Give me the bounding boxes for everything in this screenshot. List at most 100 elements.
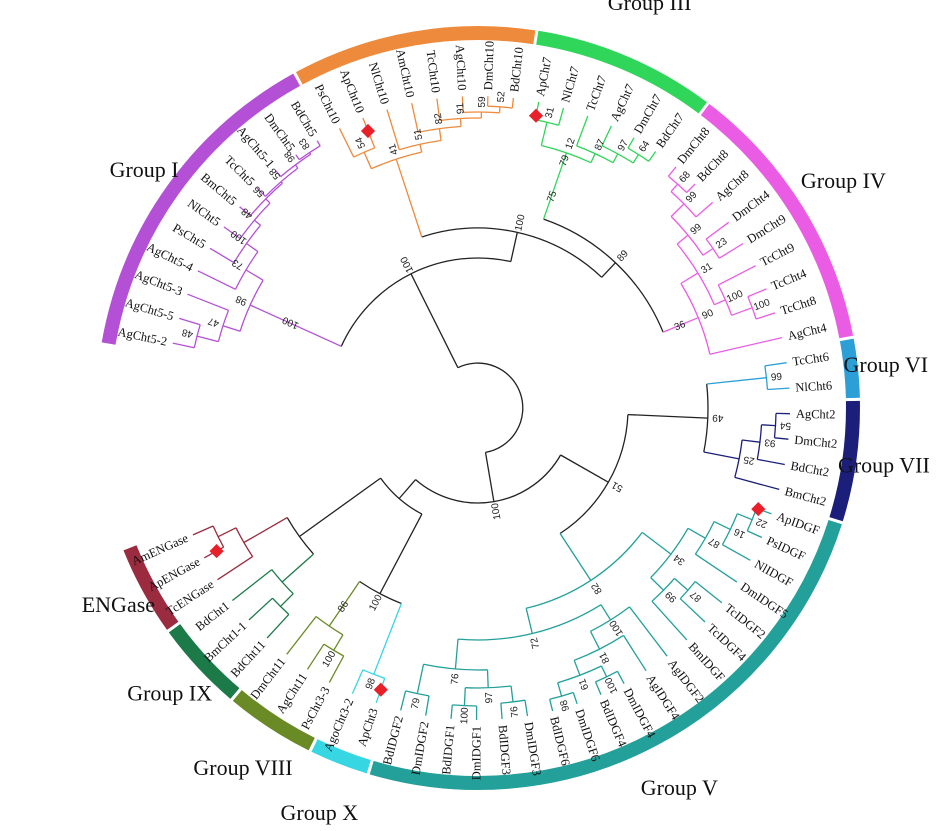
group-label-g7: Group VII (838, 453, 930, 478)
bootstrap-value: 31 (699, 261, 715, 276)
tree-branch (633, 155, 638, 163)
bootstrap-value: 79 (558, 153, 572, 168)
leaf-label: DmIDGF6 (572, 707, 602, 763)
bootstrap-value: 87 (707, 535, 722, 550)
tree-arc (722, 514, 737, 545)
leaf-labels: AgCht5-2AgCht5-5AgCht5-3AgCht5-4PsCht5Nl… (117, 41, 838, 781)
leaf-label: PsCht10 (312, 82, 343, 126)
tree-branch (464, 688, 465, 706)
leaf-label: DmCht4 (729, 187, 773, 224)
tree-branch (299, 327, 341, 346)
tree-branch (613, 154, 618, 163)
leaf-label: TcCht7 (583, 74, 609, 113)
bootstrap-value: 93 (763, 436, 776, 448)
tree-arc (452, 705, 476, 706)
tree-branch (193, 526, 213, 535)
bootstrap-value: 64 (637, 139, 652, 155)
leaf-label: TcCht4 (769, 266, 809, 293)
leaf-label: ApCht10 (337, 67, 367, 115)
marker-diamond (210, 544, 224, 558)
tree-branch (574, 660, 580, 675)
tree-branch (411, 274, 458, 368)
tree-branch (707, 378, 767, 384)
tree-branch (695, 554, 737, 582)
group-label-engase: ENGase (82, 592, 155, 617)
bootstrap-value: 49 (712, 412, 724, 423)
leaf-label: DmCht10 (481, 41, 497, 91)
bootstrap-value: 99 (663, 588, 679, 604)
tree-branch (512, 98, 513, 108)
leaf-label: NlIDGF (752, 557, 795, 590)
leaf-label: BmCht5 (198, 170, 239, 208)
tree-branch (762, 425, 776, 426)
bootstrap-value: 34 (671, 551, 687, 567)
leaf-label: AgCht4 (786, 320, 828, 343)
leaf-label: TcCht9 (758, 240, 797, 269)
tree-branch (439, 129, 441, 141)
tree-branch (374, 604, 402, 675)
tree-branch (765, 363, 787, 366)
tree-branch (364, 152, 371, 169)
tree-branch (732, 308, 753, 316)
tree-branch (696, 202, 713, 217)
group-label-g9: Group IX (127, 680, 212, 705)
tree-branch (591, 631, 600, 649)
bootstrap-value: 41 (387, 142, 401, 156)
bootstrap-value: 48 (180, 326, 194, 340)
bootstrap-value: 82 (433, 112, 445, 125)
tree-branch (451, 705, 452, 719)
tree-branch (624, 635, 647, 670)
group-label-g5: Group V (641, 775, 718, 800)
bootstrap-value: 72 (529, 636, 542, 650)
bootstrap-value: 52 (496, 90, 508, 102)
bootstrap-value: 16 (732, 525, 747, 540)
leaf-label: TcCht8 (779, 293, 818, 317)
bootstrap-value: 83 (297, 136, 313, 152)
tree-branch (737, 514, 752, 520)
tree-branch (710, 338, 782, 355)
leaf-label: DmIDGF2 (409, 720, 432, 776)
tree-branch (735, 477, 779, 489)
leaf-label: AgCht11 (274, 670, 311, 716)
leaf-label: BdIDGF4 (597, 697, 630, 749)
bootstrap-value: 61 (577, 677, 591, 692)
tree-branch (511, 232, 518, 261)
bootstrap-value: 100 (399, 254, 416, 274)
tree-arc (316, 617, 343, 635)
leaf-label: DmIDGF1 (469, 726, 483, 780)
tree-branch (628, 415, 708, 419)
leaf-label: BdCht1 (193, 599, 232, 634)
tree-branch (223, 326, 240, 332)
bootstrap-value: 97 (616, 138, 631, 153)
bootstrap-value: 73 (230, 256, 246, 271)
bootstrap-value: 75 (545, 189, 559, 204)
tree-branch (179, 318, 200, 324)
tree-arc (272, 570, 293, 594)
tree-branch (232, 570, 271, 601)
tree-branch (417, 664, 423, 693)
tree-branch (401, 691, 406, 710)
tree-branch (246, 270, 263, 280)
bootstrap-value: 31 (544, 106, 557, 120)
tree-branch (210, 248, 234, 262)
tree-branch (488, 670, 489, 688)
leaf-label: TcCht10 (423, 49, 443, 93)
group-label-g4: Group IV (801, 168, 886, 193)
leaf-label: TcCht6 (792, 350, 830, 369)
tree-branch (399, 480, 415, 499)
tree-arc (463, 112, 499, 113)
tree-branch (541, 122, 547, 145)
group-label-g3: Group III (608, 0, 692, 15)
tree-branch (756, 313, 775, 319)
tree-branch (500, 107, 501, 113)
tree-branch (254, 220, 260, 225)
tree-branch (601, 666, 606, 677)
tree-branch (671, 184, 678, 192)
leaf-label: BmCht2 (783, 484, 828, 509)
leaf-label: DmCht2 (794, 433, 838, 451)
leaf-label: BdIDGF2 (380, 714, 406, 766)
leaf-label: BdCht7 (653, 111, 687, 151)
tree-arc (213, 526, 224, 547)
tree-branch (748, 289, 767, 297)
